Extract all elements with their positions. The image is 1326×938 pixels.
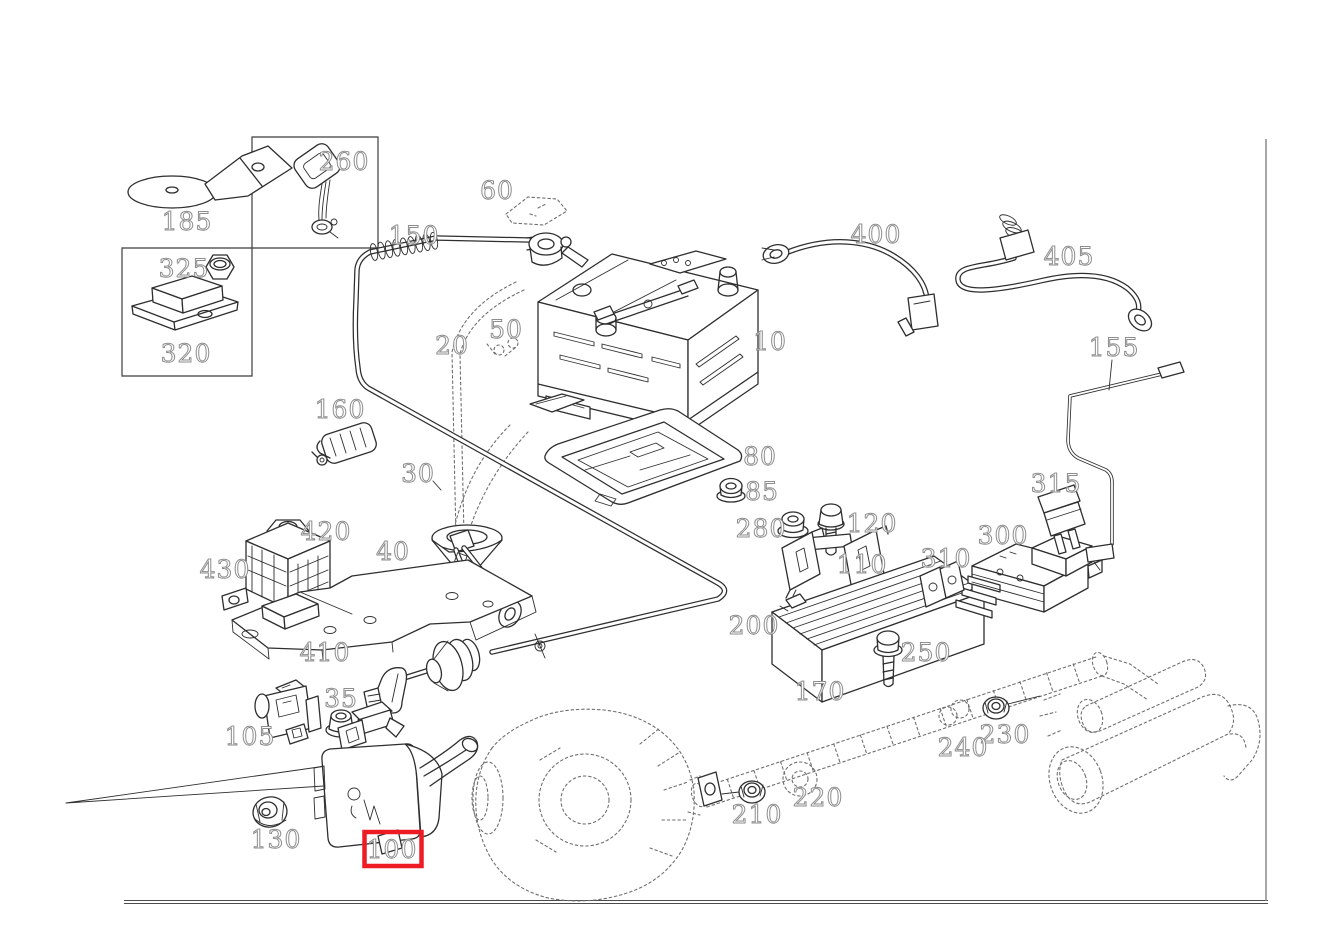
highlight-box-100 bbox=[362, 829, 424, 869]
part-label-315[interactable]: 315 bbox=[1030, 469, 1082, 499]
part-label-105[interactable]: 105 bbox=[224, 722, 276, 752]
part-label-405[interactable]: 405 bbox=[1043, 242, 1095, 272]
part-label-200[interactable]: 200 bbox=[728, 611, 780, 641]
cable-clip bbox=[534, 633, 546, 659]
part-label-170[interactable]: 170 bbox=[794, 677, 846, 707]
sensor-105 bbox=[254, 679, 322, 745]
part-label-430[interactable]: 430 bbox=[199, 555, 251, 585]
clamp-160 bbox=[311, 422, 377, 466]
cable-20-dashed bbox=[451, 281, 525, 539]
ground-cable-405 bbox=[955, 214, 1153, 332]
part-labels: 185 260 325 320 150 60 10 400 405 155 20… bbox=[158, 147, 1140, 865]
part-label-85[interactable]: 85 bbox=[745, 477, 779, 507]
leader-line-100 bbox=[65, 763, 355, 804]
battery-tray-80 bbox=[529, 393, 743, 507]
part-label-100-highlighted[interactable]: 100 bbox=[366, 835, 418, 865]
fuse-315 bbox=[1037, 484, 1086, 555]
part-label-60[interactable]: 60 bbox=[480, 176, 514, 206]
starter-cable-170-dashed bbox=[687, 651, 1159, 816]
terminal-cover-60-dashed bbox=[505, 196, 568, 226]
connector-260 bbox=[293, 143, 341, 239]
part-label-150[interactable]: 150 bbox=[388, 221, 440, 251]
nut-325 bbox=[205, 254, 235, 280]
part-label-320[interactable]: 320 bbox=[160, 339, 212, 369]
lug-and-nut-210 bbox=[697, 771, 766, 807]
terminal-clamp-150 bbox=[526, 232, 589, 268]
frame-rules bbox=[124, 139, 1268, 904]
part-label-10[interactable]: 10 bbox=[753, 327, 787, 357]
part-label-160[interactable]: 160 bbox=[314, 395, 366, 425]
part-label-300[interactable]: 300 bbox=[977, 521, 1029, 551]
mounting-plate-410 bbox=[231, 559, 537, 661]
part-label-220[interactable]: 220 bbox=[792, 783, 844, 813]
bolt-120 bbox=[817, 503, 845, 556]
grommet-ring-220-dashed bbox=[782, 761, 818, 797]
bolt-250 bbox=[873, 630, 903, 688]
nut-230 bbox=[982, 695, 1041, 720]
mount-320 bbox=[131, 275, 239, 331]
nut-130 bbox=[252, 796, 288, 828]
cable-30-dashed bbox=[432, 424, 529, 529]
part-label-210[interactable]: 210 bbox=[731, 800, 783, 830]
bracket-310 bbox=[919, 560, 965, 608]
alternator-reference-dashed bbox=[471, 708, 695, 902]
terminal-unit-100 bbox=[313, 701, 479, 855]
part-label-20[interactable]: 20 bbox=[435, 331, 469, 361]
bracket-110 bbox=[781, 525, 889, 599]
part-label-80[interactable]: 80 bbox=[743, 442, 777, 472]
part-label-260[interactable]: 260 bbox=[318, 147, 370, 177]
corrugated-sleeve-150 bbox=[369, 231, 439, 261]
part-label-35[interactable]: 35 bbox=[324, 684, 358, 714]
part-label-130[interactable]: 130 bbox=[250, 825, 302, 855]
part-label-50[interactable]: 50 bbox=[489, 315, 523, 345]
cable-155 bbox=[1066, 359, 1185, 571]
part-label-185[interactable]: 185 bbox=[161, 207, 213, 237]
inset-boxes bbox=[121, 136, 379, 377]
part-label-240[interactable]: 240 bbox=[937, 733, 989, 763]
part-label-400[interactable]: 400 bbox=[850, 220, 902, 250]
part-label-120[interactable]: 120 bbox=[846, 509, 898, 539]
part-label-250[interactable]: 250 bbox=[900, 638, 952, 668]
part-label-30[interactable]: 30 bbox=[401, 459, 435, 489]
part-label-40[interactable]: 40 bbox=[376, 537, 410, 567]
bracket-185 bbox=[127, 145, 293, 209]
part-label-155[interactable]: 155 bbox=[1088, 333, 1140, 363]
nut-280 bbox=[777, 511, 809, 539]
part-label-410[interactable]: 410 bbox=[299, 638, 351, 668]
battery-10 bbox=[537, 250, 759, 444]
starter-reference-dashed bbox=[1039, 659, 1261, 814]
part-label-230[interactable]: 230 bbox=[979, 720, 1031, 750]
part-label-310[interactable]: 310 bbox=[920, 544, 972, 574]
nut-85 bbox=[716, 477, 746, 503]
part-label-325[interactable]: 325 bbox=[158, 254, 210, 284]
connector-50-dashed bbox=[486, 337, 519, 357]
part-label-280[interactable]: 280 bbox=[735, 514, 787, 544]
part-label-420[interactable]: 420 bbox=[300, 517, 352, 547]
part-label-110[interactable]: 110 bbox=[836, 550, 888, 580]
corrugation-240-dashed bbox=[938, 699, 970, 726]
ground-cable-400 bbox=[761, 239, 939, 337]
